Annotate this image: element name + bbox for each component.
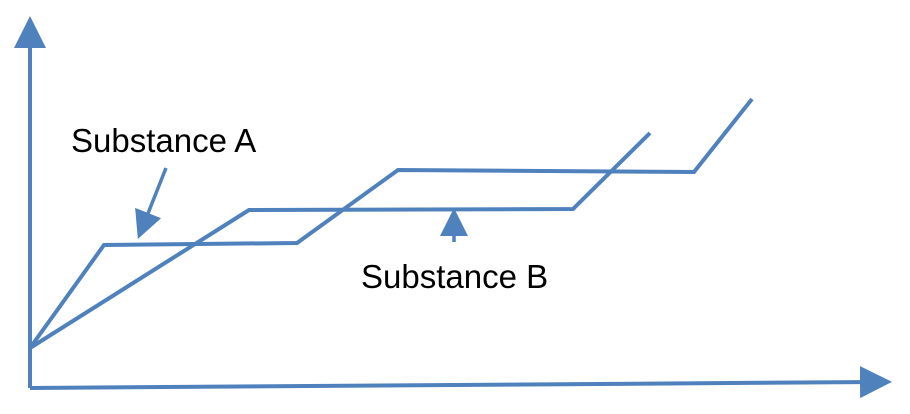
substance-a-curve bbox=[28, 97, 754, 350]
substance-b-label: Substance B bbox=[361, 258, 548, 295]
substance-a-pointer-arrow bbox=[135, 167, 168, 240]
substance-a-label: Substance A bbox=[71, 122, 256, 159]
substance-b-curve bbox=[28, 131, 652, 350]
x-axis bbox=[29, 366, 892, 399]
